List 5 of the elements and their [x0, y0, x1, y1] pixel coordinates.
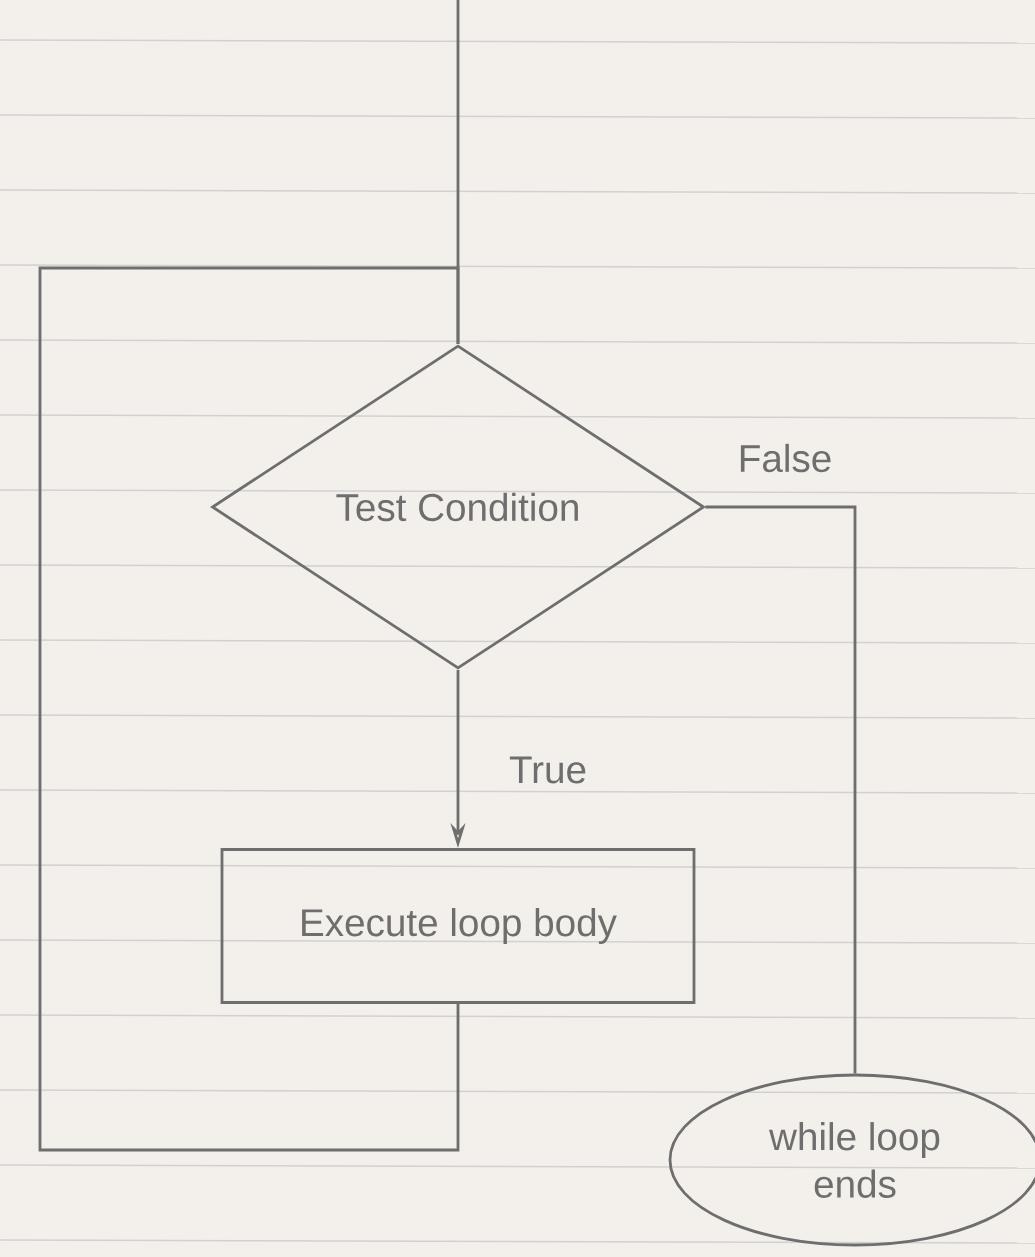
edge-label: True [505, 753, 591, 787]
connector [705, 505, 857, 1074]
connector [38, 266, 460, 1152]
edge-label: False [734, 440, 836, 476]
process-box: Execute loop body [220, 848, 696, 1004]
